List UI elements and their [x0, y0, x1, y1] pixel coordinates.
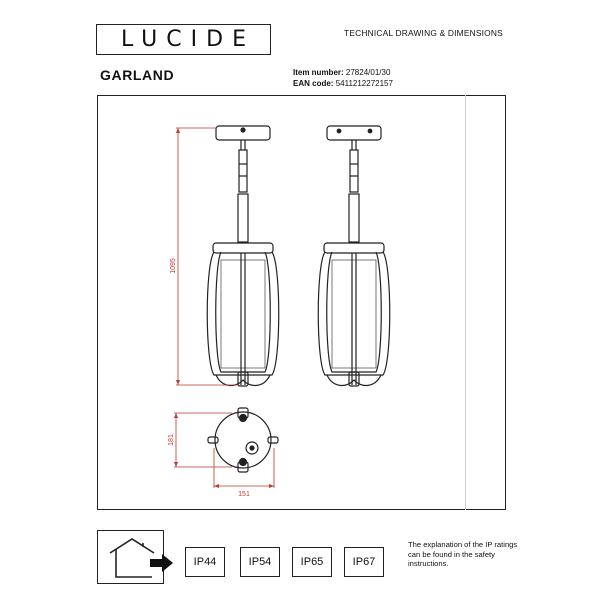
brand-logo: LUCIDE — [121, 27, 255, 52]
product-name: GARLAND — [100, 67, 175, 83]
frame-guide-line — [465, 95, 466, 510]
ean-code: EAN code: 5411212272157 — [293, 79, 393, 88]
drawing-frame — [97, 95, 506, 510]
lamp-front-view — [206, 125, 280, 387]
ean-label: EAN code: — [293, 79, 334, 88]
depth-dimension: 181 — [168, 434, 175, 446]
lamp-side-view — [317, 125, 391, 387]
dimension-lines — [174, 127, 275, 488]
arrow-right-icon — [150, 554, 173, 572]
height-dimension: 1095 — [170, 258, 177, 274]
item-number-label: Item number: — [293, 68, 344, 77]
ip-rating-ip44: IP44 — [185, 547, 225, 577]
ip-rating-ip67: IP67 — [344, 547, 384, 577]
width-dimension: 151 — [238, 491, 250, 498]
house-icon — [109, 538, 155, 578]
ip-rating-ip54: IP54 — [240, 547, 280, 577]
logo-box: LUCIDE — [96, 24, 271, 55]
item-number: Item number: 27824/01/30 — [293, 68, 390, 77]
lamp-top-view — [207, 407, 279, 473]
dimension-arrows — [174, 128, 274, 488]
document-title: TECHNICAL DRAWING & DIMENSIONS — [344, 28, 503, 38]
item-number-value: 27824/01/30 — [345, 68, 391, 77]
ip-rating-ip65: IP65 — [292, 547, 332, 577]
ip-ratings-note: The explanation of the IP ratings can be… — [408, 540, 518, 569]
ean-value: 5411212272157 — [335, 79, 393, 88]
